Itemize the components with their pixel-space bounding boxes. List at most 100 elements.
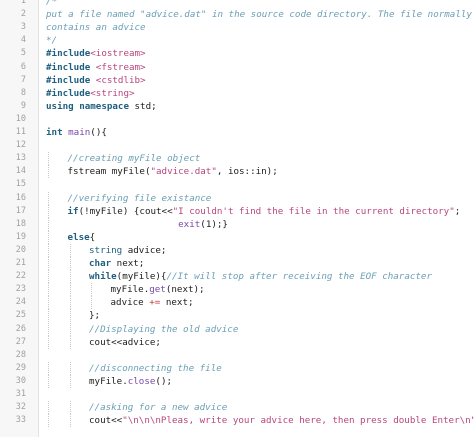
code-line[interactable]: 12: [0, 139, 474, 152]
code-token: {: [89, 231, 96, 243]
code-line[interactable]: 4*/: [0, 34, 474, 47]
code-line[interactable]: 25};: [0, 309, 474, 323]
line-number: 31: [15, 389, 26, 399]
code-line[interactable]: 32//asking for a new advice: [0, 401, 474, 415]
code-token: int: [46, 127, 69, 138]
code-line[interactable]: 8#include<string>: [0, 87, 474, 100]
line-number: 20: [15, 244, 26, 255]
code-text: cout<<advice;: [89, 336, 161, 349]
code-text: #include<iostream>: [46, 47, 146, 60]
line-number: 9: [20, 100, 26, 111]
indent-guide: [69, 414, 71, 428]
line-number: 13: [15, 153, 26, 164]
code-line[interactable]: 10: [0, 113, 474, 126]
code-token: using namespace: [46, 100, 135, 112]
code-line[interactable]: 14 fstream myFile("advice.dat", ios::in);: [0, 165, 474, 179]
code-line[interactable]: 7 #include <cstdlib>: [0, 74, 474, 87]
indent-guide: [69, 335, 71, 349]
indent-guide: [69, 401, 71, 415]
code-text: fstream myFile("advice.dat", ios::in);: [68, 165, 278, 178]
code-line[interactable]: 13//creating myFile object: [0, 152, 474, 166]
code-line[interactable]: 15: [0, 178, 474, 191]
code-token: [68, 219, 179, 230]
code-line[interactable]: 31: [0, 388, 474, 401]
code-line[interactable]: 18 exit(1);}: [0, 217, 474, 231]
code-line[interactable]: 5#include<iostream>: [0, 47, 474, 60]
line-number: 12: [15, 140, 26, 151]
code-text: contains an advice: [46, 21, 146, 34]
code-token: cout<<: [89, 415, 123, 427]
code-token: contains an advice: [46, 22, 146, 34]
code-line[interactable]: 17 if(!myFile) {cout<<"I couldn't find th…: [0, 204, 474, 218]
code-text: exit(1);}: [68, 218, 228, 231]
indent-guide: [48, 152, 49, 166]
code-token: "advice.dat": [150, 166, 217, 178]
line-number: 17: [15, 205, 26, 216]
code-token: , ios::in);: [216, 166, 278, 178]
code-line[interactable]: 29//disconnecting the file: [0, 361, 474, 375]
indent-guide: [48, 283, 49, 297]
code-token: ();: [155, 375, 173, 387]
code-line[interactable]: 30 myFile.close();: [0, 374, 474, 388]
line-number: 25: [15, 310, 26, 321]
code-line[interactable]: 16//verifying file existance: [0, 191, 474, 205]
code-token: string: [89, 244, 128, 256]
indent-guide: [48, 374, 49, 388]
code-token: ;: [454, 205, 461, 217]
line-number: 15: [15, 179, 26, 190]
line-number: 1: [20, 0, 26, 6]
line-number: 30: [15, 375, 26, 386]
indent-guide: [69, 296, 71, 310]
line-number: 22: [15, 271, 26, 282]
code-text: /*: [46, 0, 57, 8]
indent-guide: [48, 322, 49, 336]
code-token: #include: [46, 61, 96, 73]
code-token: +=: [149, 297, 161, 309]
code-line[interactable]: 3 contains an advice: [0, 21, 474, 34]
line-number: 3: [20, 22, 26, 33]
code-token: <fstream>: [95, 61, 146, 73]
code-token: next;: [116, 258, 145, 269]
indent-guide: [69, 361, 71, 375]
code-token: myFile.: [89, 375, 128, 387]
line-number: 7: [20, 74, 26, 85]
line-number: 19: [15, 231, 26, 242]
code-line[interactable]: 6#include <fstream>: [0, 61, 474, 74]
code-token: (next);: [165, 284, 205, 296]
code-text: cout<<"\n\n\nPleas, write your advice he…: [89, 414, 474, 427]
indent-guide: [91, 283, 92, 297]
code-text: #include <cstdlib>: [46, 74, 146, 87]
code-text: */: [46, 34, 57, 47]
line-number: 14: [15, 166, 26, 177]
code-line[interactable]: 26//Displaying the old advice: [0, 322, 474, 336]
code-line[interactable]: 1 /*: [0, 0, 474, 8]
line-number: 24: [15, 297, 26, 308]
code-token: #include: [46, 87, 91, 99]
line-number: 26: [15, 323, 26, 334]
indent-guide: [69, 309, 71, 323]
code-text: //asking for a new advice: [89, 401, 227, 414]
code-line[interactable]: 28: [0, 349, 474, 362]
line-number: 16: [15, 192, 26, 203]
code-token: close: [127, 375, 156, 387]
code-token: <iostream>: [90, 48, 146, 60]
code-token: if: [67, 205, 79, 217]
code-text: int main(){: [46, 126, 107, 139]
code-text: };: [89, 309, 100, 322]
code-text: if(!myFile) {cout<<"I couldn't find the …: [68, 205, 461, 218]
line-number-gutter: [0, 0, 39, 437]
indent-guide: [48, 414, 49, 428]
code-text: //disconnecting the file: [89, 362, 222, 375]
